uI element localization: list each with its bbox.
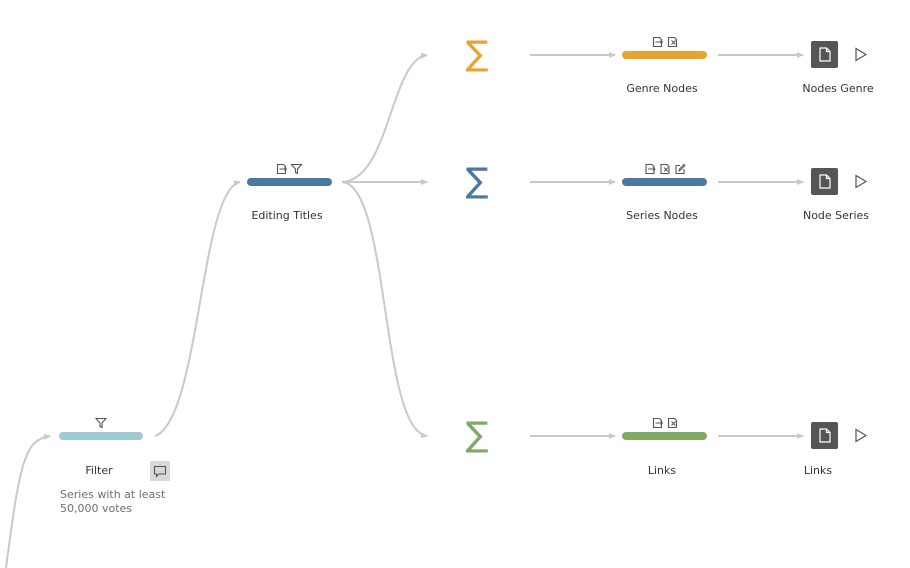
link-editing-genre-agg [341,52,428,183]
genre-aggregate-sigma-icon[interactable]: ∑ [465,34,489,74]
links-aggregate-sigma-icon[interactable]: ∑ [465,415,489,455]
run-flow-play-icon[interactable] [854,428,868,443]
link-editing-links-agg [341,181,428,439]
editing-titles-step-label: Editing Titles [251,209,323,222]
rename-icon [645,163,656,175]
filter-annotation-line1: Series with at least [60,488,166,501]
run-flow-play-icon[interactable] [854,47,868,62]
filter-annotation: Series with at least 50,000 votes [60,488,180,516]
edit-icon [675,163,686,175]
links-step-icons [652,416,679,430]
links-step-bar[interactable] [622,432,707,440]
filter-icon [290,163,303,175]
series-nodes-step-icons [644,162,686,176]
rename-icon [652,36,664,48]
remove-icon [667,417,678,429]
output-links-label: Links [803,464,833,477]
editing-titles-step-icons [276,162,303,176]
filter-step-label: Filter [85,464,113,477]
rename-icon [276,163,288,175]
output-node-series-label: Node Series [802,209,870,222]
genre-nodes-step-icons [652,35,679,49]
remove-icon [660,163,670,175]
rename-icon [652,417,664,429]
genre-nodes-step-label: Genre Nodes [626,82,698,95]
run-flow-play-icon[interactable] [854,174,868,189]
output-nodes-genre-label: Nodes Genre [802,82,874,95]
output-document-icon[interactable] [811,168,838,195]
filter-annotation-line2: 50,000 votes [60,502,133,515]
link-filter-editing [154,180,241,437]
filter-step-icons [95,416,107,430]
remove-icon [667,36,678,48]
link-input-filter [5,433,51,568]
series-nodes-step-bar[interactable] [622,178,707,186]
output-document-icon[interactable] [811,41,838,68]
editing-titles-step-bar[interactable] [247,178,332,186]
links-step-label: Links [647,464,677,477]
genre-nodes-step-bar[interactable] [622,51,707,59]
comment-icon[interactable] [150,461,170,481]
filter-icon [95,417,107,429]
output-document-icon[interactable] [811,422,838,449]
series-aggregate-sigma-icon[interactable]: ∑ [465,161,489,201]
filter-step-bar[interactable] [59,432,143,440]
series-nodes-step-label: Series Nodes [626,209,698,222]
